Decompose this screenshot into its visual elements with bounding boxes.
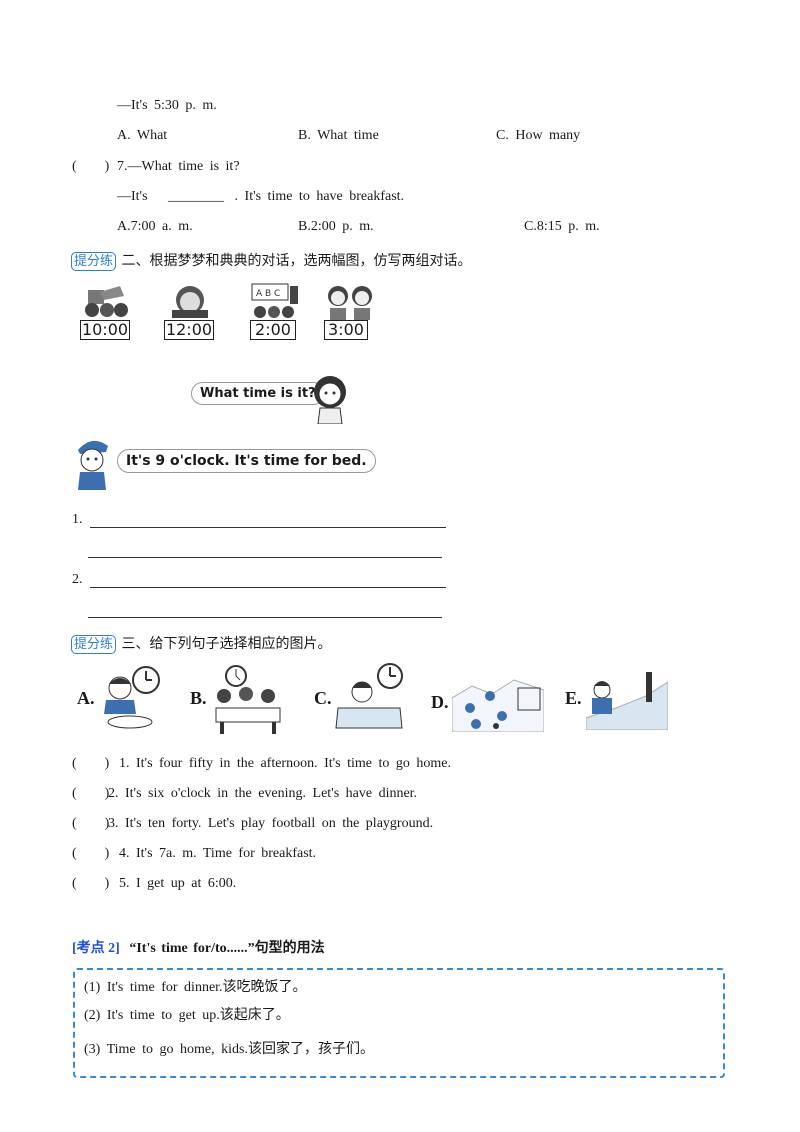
example-1-en: (1) It's time for dinner.: [84, 980, 223, 995]
morning-class-picture: [85, 286, 128, 317]
q7-option-c: C.8:15 p. m.: [524, 219, 600, 234]
q6-option-b: B. What time: [298, 128, 379, 143]
clock-time-2: 2:00: [250, 320, 296, 340]
s3-item-4-paren[interactable]: ( ): [72, 846, 110, 861]
clock-time-10: 10:00: [80, 320, 130, 340]
section3-title: 三、给下列句子选择相应的图片。: [121, 636, 332, 652]
kaodian-label: [考点 2]: [72, 941, 120, 956]
q7-option-b: B.2:00 p. m.: [298, 219, 374, 234]
s3-item-3-paren[interactable]: ( ): [72, 816, 110, 831]
example-3-zh: 该回家了，孩子们。: [247, 1041, 374, 1057]
picture-label-b: B.: [190, 688, 207, 708]
clock-card-2: A B C 2:00: [250, 282, 302, 340]
example-2: (2) It's time to get up.该起床了。: [84, 1004, 290, 1024]
s3-item-2-paren[interactable]: ( ): [72, 786, 110, 801]
s3-item-1-text: 1. It's four fifty in the afternoon. It'…: [119, 756, 451, 771]
speech-bubble-answer: It's 9 o'clock. It's time for bed.: [117, 449, 376, 473]
clock-card-3: 3:00: [324, 282, 376, 340]
q7-question: 7.—What time is it?: [117, 159, 240, 174]
section2-title: 二、根据梦梦和典典的对话，选两幅图，仿写两组对话。: [121, 253, 472, 269]
q6-option-a: A. What: [117, 128, 168, 143]
q6-answer-line: —It's 5:30 p. m.: [117, 98, 217, 113]
s3-item-3-text: 3. It's ten forty. Let's play football o…: [108, 816, 434, 831]
two-kids-picture: [328, 286, 372, 320]
lunch-picture: [172, 286, 208, 318]
section2-heading: 提分练 二、根据梦梦和典典的对话，选两幅图，仿写两组对话。: [71, 250, 472, 271]
writing-line-1b[interactable]: [88, 557, 442, 558]
writing-line-2-number: 2.: [72, 572, 83, 587]
boy-diandian-picture: [78, 440, 108, 490]
writing-line-1a[interactable]: [90, 527, 446, 528]
waking-up-picture: [335, 663, 403, 729]
s3-item-1-paren[interactable]: ( ): [72, 756, 110, 771]
s3-item-2-text: 2. It's six o'clock in the evening. Let'…: [108, 786, 418, 801]
speech-bubble-question: What time is it?: [191, 382, 325, 405]
writing-line-2a[interactable]: [90, 587, 446, 588]
clock-time-12: 12:00: [164, 320, 214, 340]
playground-football-picture: [452, 679, 544, 732]
clock-card-10: 10:00: [80, 282, 132, 340]
kaodian-title: “It's time for/to......”句型的用法: [129, 941, 325, 956]
q7-answer-line: —It's ________ . It's time to have break…: [117, 189, 404, 205]
writing-line-2b[interactable]: [88, 617, 442, 618]
picture-label-c: C.: [314, 688, 332, 708]
breakfast-clock-picture: [104, 666, 160, 729]
section3-heading: 提分练 三、给下列句子选择相应的图片。: [71, 633, 332, 654]
example-3-en: (3) Time to go home, kids.: [84, 1042, 248, 1057]
example-3: (3) Time to go home, kids.该回家了，孩子们。: [84, 1038, 374, 1058]
q7-answer-prefix: —It's: [117, 189, 148, 204]
kaodian-heading: [考点 2] “It's time for/to......”句型的用法: [72, 937, 325, 957]
example-2-zh: 该起床了。: [219, 1007, 290, 1023]
example-1-zh: 该吃晚饭了。: [222, 979, 307, 995]
section3-tag: 提分练: [71, 635, 117, 654]
example-1: (1) It's time for dinner.该吃晚饭了。: [84, 976, 307, 996]
s3-item-5-paren[interactable]: ( ): [72, 876, 110, 891]
examples-box: [73, 968, 725, 1078]
s3-item-5-text: 5. I get up at 6:00.: [119, 876, 237, 891]
going-home-picture: [586, 672, 668, 730]
s3-item-4-text: 4. It's 7a. m. Time for breakfast.: [119, 846, 317, 861]
example-2-en: (2) It's time to get up.: [84, 1008, 220, 1023]
clock-time-3: 3:00: [324, 320, 368, 340]
q7-answer-paren[interactable]: ( ): [72, 159, 110, 174]
picture-label-e: E.: [565, 688, 582, 708]
q7-option-a: A.7:00 a. m.: [117, 219, 193, 234]
picture-label-d: D.: [431, 692, 449, 712]
q7-answer-blank[interactable]: ________: [168, 189, 225, 204]
q6-option-c: C. How many: [496, 128, 581, 143]
family-dinner-picture: [215, 665, 281, 734]
writing-line-1-number: 1.: [72, 512, 83, 527]
classroom-abc-picture: A B C: [251, 283, 298, 318]
clock-card-12: 12:00: [164, 282, 216, 340]
girl-mengmeng-picture: [314, 376, 346, 424]
svg-text:A B C: A B C: [256, 289, 280, 299]
section2-tag: 提分练: [71, 252, 117, 271]
q7-answer-suffix: . It's time to have breakfast.: [234, 189, 405, 204]
picture-label-a: A.: [77, 688, 95, 708]
